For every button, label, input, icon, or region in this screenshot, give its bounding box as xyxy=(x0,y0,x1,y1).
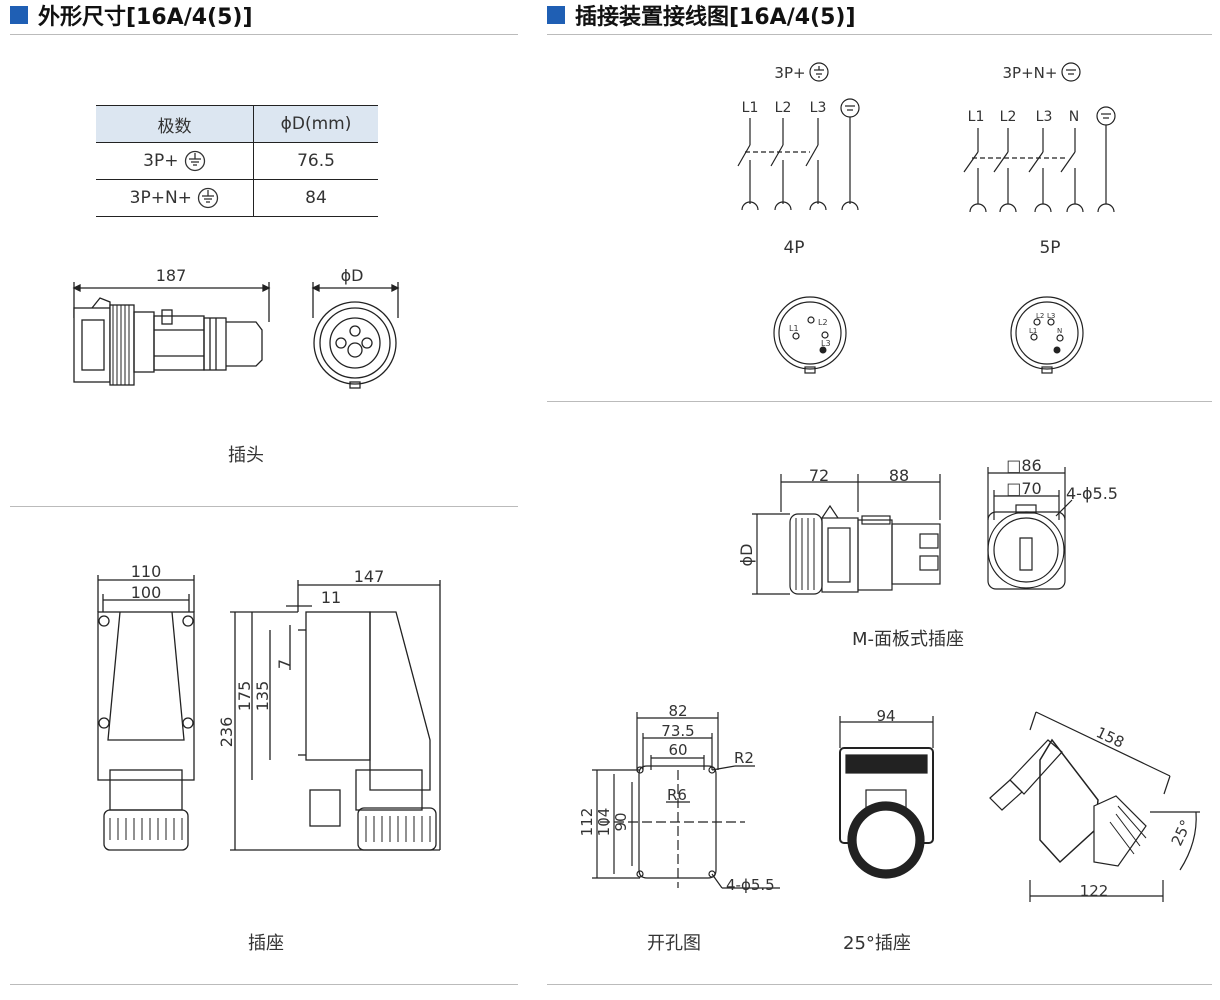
title-marker-icon xyxy=(10,6,28,24)
table-row: 3P+ 76.5 xyxy=(96,142,378,180)
label-l3: L3 xyxy=(1036,109,1053,125)
title-marker-icon xyxy=(547,6,565,24)
divider xyxy=(10,984,518,985)
table-row: 3P+N+ 84 xyxy=(96,179,378,217)
label-l3: L3 xyxy=(810,100,827,116)
right-section-title: 插接装置接线图[16A/4(5)] xyxy=(547,0,856,30)
dim-100: 100 xyxy=(131,583,162,602)
dim-90: 90 xyxy=(612,812,630,831)
label-l1: L1 xyxy=(742,100,759,116)
dim-88: 88 xyxy=(889,466,909,485)
panel-socket-drawing: 72 88 ϕD □86 □70 4-ϕ5.5 xyxy=(737,456,1118,595)
dim-94: 94 xyxy=(876,707,895,725)
table-header-row: 极数 ϕD(mm) xyxy=(96,105,378,143)
dim-r2: R2 xyxy=(734,749,754,767)
ground-icon xyxy=(184,150,206,172)
pin-label: L3 xyxy=(1047,312,1055,320)
dim-147: 147 xyxy=(354,567,385,586)
pin-label: L2 xyxy=(1036,312,1044,320)
table-cell-pole: 3P+N+ xyxy=(96,179,254,217)
dim-187: 187 xyxy=(156,266,187,285)
socket-caption: 插座 xyxy=(248,933,284,954)
divider xyxy=(10,34,518,35)
dim-112: 112 xyxy=(578,808,596,837)
wiring-4p-caption: 4P xyxy=(783,238,804,258)
left-title-text: 外形尺寸[16A/4(5)] xyxy=(38,5,253,30)
dim-25deg: 25° xyxy=(1168,817,1196,849)
dim-73-5: 73.5 xyxy=(661,722,694,740)
pin-label: L2 xyxy=(818,318,828,327)
dim-holes: 4-ϕ5.5 xyxy=(726,876,775,894)
wiring-5p-caption: 5P xyxy=(1039,238,1060,258)
wiring-4p-title: 3P+ xyxy=(774,64,805,82)
wiring-diagram: 3P+ 3P+N+ L1 L2 L3 L1 L2 L3 N 4P 5P L2 L… xyxy=(737,62,1116,374)
dim-104: 104 xyxy=(595,808,613,837)
label-l2: L2 xyxy=(1000,109,1017,125)
dim-holes: 4-ϕ5.5 xyxy=(1066,484,1118,503)
table-header-d: ϕD(mm) xyxy=(253,105,378,143)
pole-table: 极数 ϕD(mm) 3P+ 76.5 3P+N+ 84 xyxy=(96,105,378,217)
pin-label: L1 xyxy=(789,324,799,333)
dim-7: 7 xyxy=(275,659,294,669)
dim-phid: ϕD xyxy=(341,266,364,285)
dim-236: 236 xyxy=(217,717,236,748)
dim-122: 122 xyxy=(1080,882,1109,900)
dim-175: 175 xyxy=(235,681,254,712)
dim-60: 60 xyxy=(668,741,687,759)
label-l1: L1 xyxy=(968,109,985,125)
table-header-pole: 极数 xyxy=(96,105,254,143)
divider xyxy=(547,984,1212,985)
label-l2: L2 xyxy=(775,100,792,116)
plug-drawing: 187 ϕD xyxy=(72,266,400,389)
dim-phid: ϕD xyxy=(737,544,756,567)
dim-11: 11 xyxy=(321,588,341,607)
table-cell-d: 76.5 xyxy=(253,142,378,180)
pin-label: N xyxy=(1057,327,1062,335)
dim-r6: R6 xyxy=(667,786,687,804)
ground-icon xyxy=(198,187,219,209)
dim-82: 82 xyxy=(668,702,687,720)
left-section-title: 外形尺寸[16A/4(5)] xyxy=(10,0,253,30)
pin-label: L3 xyxy=(821,339,831,348)
label-n: N xyxy=(1069,109,1079,125)
pole-text: 3P+N+ xyxy=(129,188,192,208)
dim-110: 110 xyxy=(131,562,162,581)
pole-text: 3P+ xyxy=(143,151,179,171)
plug-caption: 插头 xyxy=(228,445,264,466)
panel-caption: M-面板式插座 xyxy=(852,629,965,650)
dim-sq70: □70 xyxy=(1006,479,1041,498)
angled-socket-caption: 25°插座 xyxy=(843,933,911,954)
dim-sq86: □86 xyxy=(1006,456,1041,475)
divider xyxy=(547,34,1212,35)
right-title-text: 插接装置接线图[16A/4(5)] xyxy=(575,5,856,30)
cutout-caption: 开孔图 xyxy=(647,933,701,954)
socket-drawing: 110 100 147 11 7 175 135 236 xyxy=(97,562,441,851)
table-cell-d: 84 xyxy=(253,179,378,217)
divider xyxy=(547,401,1212,402)
table-cell-pole: 3P+ xyxy=(96,142,254,180)
divider xyxy=(10,506,518,507)
dim-135: 135 xyxy=(253,681,272,712)
pin-label: L1 xyxy=(1029,327,1037,335)
dim-72: 72 xyxy=(809,466,829,485)
wiring-5p-title: 3P+N+ xyxy=(1003,64,1058,82)
